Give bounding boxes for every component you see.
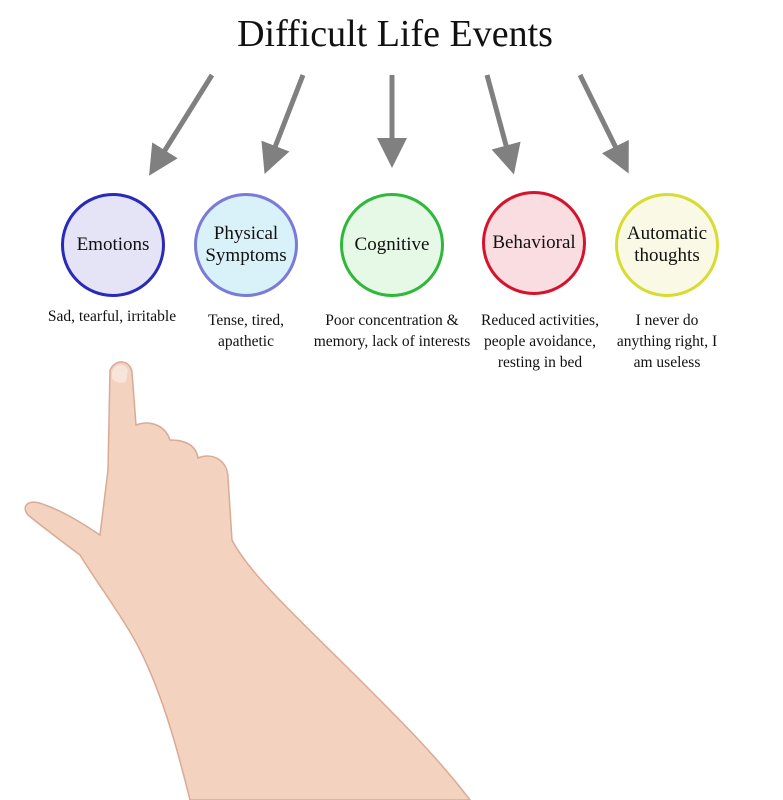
- node-cognitive: Cognitive: [340, 193, 444, 297]
- desc-emotions: Sad, tearful, irritable: [47, 308, 177, 325]
- diagram-title: Difficult Life Events: [237, 13, 553, 55]
- fingernail: [112, 364, 128, 383]
- pointing-hand: [24, 361, 471, 800]
- node-label: Behavioral: [492, 232, 576, 253]
- node-automatic-thoughts: Automatic thoughts: [615, 193, 719, 297]
- arrow-behavioral: [484, 74, 521, 175]
- node-label: Automatic thoughts: [626, 223, 708, 266]
- node-label: Cognitive: [354, 234, 430, 255]
- node-behavioral: Behavioral: [482, 191, 586, 295]
- desc-behavioral: Reduced activities, people avoidance, re…: [481, 312, 599, 371]
- desc-cognitive: Poor concentration & memory, lack of int…: [313, 312, 471, 350]
- node-label: Emotions: [76, 234, 150, 255]
- node-physical-symptoms: Physical Symptoms: [194, 193, 298, 297]
- arrow-automatic: [577, 73, 629, 174]
- node-emotions: Emotions: [61, 193, 165, 297]
- arrow-physical: [261, 74, 306, 174]
- arrow-emotions: [149, 73, 215, 176]
- desc-automatic-thoughts: I never do anything right, I am useless: [616, 312, 718, 371]
- desc-physical-symptoms: Tense, tired, apathetic: [208, 312, 284, 350]
- node-label: Physical Symptoms: [205, 223, 287, 266]
